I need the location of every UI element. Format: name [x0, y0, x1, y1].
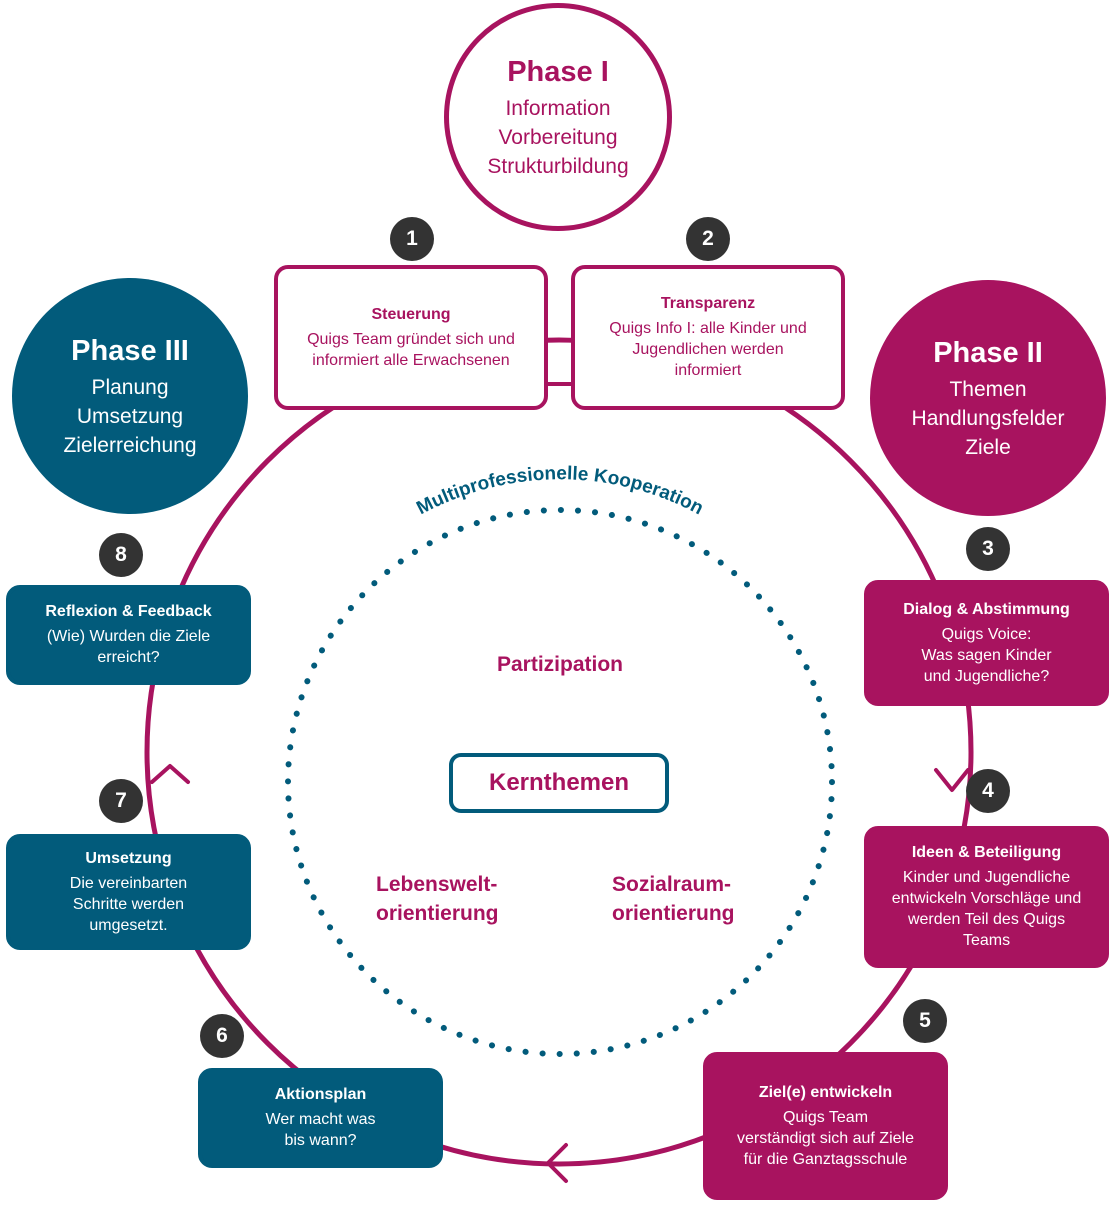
step-8-text: (Wie) Wurden die Ziele — [46, 628, 211, 645]
step-4-text: Teams — [962, 932, 1011, 949]
step-7-text: Schritte werden — [72, 895, 185, 913]
cooperation-dotted-circle — [285, 507, 835, 1057]
step-7-number: 7 — [99, 779, 143, 823]
sozialraum-label: Sozialraum- orientierung — [612, 870, 735, 928]
phase-1-title: Phase I — [507, 55, 609, 88]
sozialraum-line: Sozialraum- — [612, 873, 732, 896]
phase-3-circle: Phase III Planung Umsetzung Zielerreichu… — [12, 278, 248, 514]
phase-1-line: Vorbereitung — [498, 125, 618, 149]
step-5-number: 5 — [903, 999, 947, 1043]
phase-2-line: Themen — [949, 377, 1027, 401]
kernthemen-box: Kernthemen — [449, 753, 669, 813]
phase-2-circle: Phase II Themen Handlungsfelder Ziele — [870, 280, 1106, 516]
step-1-number: 1 — [390, 217, 434, 261]
phase-3-line: Zielerreichung — [63, 433, 197, 457]
step-3-text: und Jugendliche? — [923, 667, 1050, 685]
step-5-text: verständigt sich auf Ziele — [737, 1129, 914, 1147]
step-1-text: Quigs Team gründet sich und — [307, 330, 515, 348]
step-2-title: Transparenz — [660, 295, 756, 312]
step-1-text: informiert alle Erwachsenen — [312, 351, 510, 369]
cycle-ring — [144, 337, 974, 1167]
step-1-box: Steuerung Quigs Team gründet sich und in… — [274, 265, 548, 410]
step-8-number: 8 — [99, 533, 143, 577]
lebenswelt-label: Lebenswelt- orientierung — [376, 870, 499, 928]
partizipation-label: Partizipation — [496, 653, 623, 676]
step-5-box: Ziel(e) entwickeln Quigs Team verständig… — [703, 1052, 948, 1200]
step-2-text: Quigs Info I: alle Kinder und — [609, 320, 807, 337]
step-2-text: informiert — [674, 362, 742, 379]
phase-2-line: Handlungsfelder — [911, 406, 1065, 430]
step-4-number: 4 — [966, 769, 1010, 813]
arrow-left-icon — [546, 1143, 568, 1183]
step-7-text: Die vereinbarten — [69, 874, 188, 892]
phase-1-line: Information — [505, 96, 611, 120]
step-8-box: Reflexion & Feedback (Wie) Wurden die Zi… — [6, 585, 251, 685]
phase-2-title: Phase II — [933, 336, 1043, 369]
step-7-text: umgesetzt. — [89, 916, 168, 934]
step-3-box: Dialog & Abstimmung Quigs Voice: Was sag… — [864, 580, 1109, 706]
lebenswelt-line: orientierung — [376, 902, 499, 925]
step-3-title: Dialog & Abstimmung — [903, 600, 1070, 618]
step-4-title: Ideen & Beteiligung — [911, 844, 1062, 861]
phase-1-circle: Phase I Information Vorbereitung Struktu… — [444, 3, 672, 231]
step-7-box: Umsetzung Die vereinbarten Schritte werd… — [6, 834, 251, 950]
step-2-number: 2 — [686, 217, 730, 261]
step-6-box: Aktionsplan Wer macht was bis wann? — [198, 1068, 443, 1168]
phase-1-line: Strukturbildung — [487, 154, 629, 178]
step-5-title: Ziel(e) entwickeln — [758, 1083, 893, 1101]
step-7-title: Umsetzung — [85, 849, 172, 867]
lebenswelt-line: Lebenswelt- — [376, 873, 498, 896]
step-6-title: Aktionsplan — [274, 1086, 367, 1103]
kernthemen-label: Kernthemen — [488, 769, 630, 796]
step-5-text: für die Ganztagsschule — [743, 1150, 908, 1168]
step-2-text: Jugendlichen werden — [632, 341, 784, 358]
step-5-text: Quigs Team — [782, 1108, 869, 1126]
step-8-text: erreicht? — [97, 649, 160, 666]
step-4-text: Kinder und Jugendliche — [902, 869, 1071, 886]
step-4-text: entwickeln Vorschläge und — [891, 890, 1082, 907]
step-3-text: Quigs Voice: — [941, 625, 1032, 643]
phase-3-line: Umsetzung — [76, 404, 184, 428]
step-6-number: 6 — [200, 1014, 244, 1058]
step-4-text: werden Teil des Quigs — [907, 911, 1066, 928]
step-3-number: 3 — [966, 527, 1010, 571]
arrow-down-icon — [934, 768, 970, 792]
step-2-box: Transparenz Quigs Info I: alle Kinder un… — [571, 265, 845, 410]
step-8-title: Reflexion & Feedback — [45, 603, 212, 620]
step-6-text: bis wann? — [284, 1132, 357, 1149]
step-3-text: Was sagen Kinder — [921, 646, 1052, 664]
step-1-title: Steuerung — [371, 305, 451, 323]
arrow-up-icon — [150, 764, 190, 784]
step-6-text: Wer macht was — [265, 1111, 376, 1128]
step-4-box: Ideen & Beteiligung Kinder und Jugendlic… — [864, 826, 1109, 968]
phase-3-line: Planung — [91, 375, 169, 399]
phase-2-line: Ziele — [965, 435, 1011, 459]
sozialraum-line: orientierung — [612, 902, 735, 925]
phase-3-title: Phase III — [71, 334, 189, 367]
